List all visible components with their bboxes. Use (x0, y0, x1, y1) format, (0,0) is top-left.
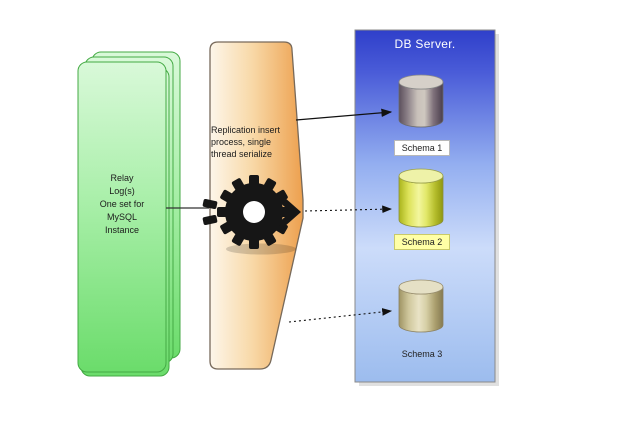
relay-log-label: Relay Log(s) One set for MySQL Instance (99, 173, 145, 235)
relay-log-front-card (77, 61, 167, 373)
schema3-label: Schema 3 (401, 349, 443, 359)
funnel-to-schema3-arrow (288, 308, 393, 323)
funnel-to-schema2-arrow (304, 205, 393, 214)
funnel-to-schema1-arrow (295, 108, 393, 121)
gear-icon (202, 175, 301, 255)
database-icon-schema2 (398, 168, 444, 228)
replication-process-label: Replication insert process, single threa… (211, 125, 281, 159)
database-icon-schema1 (398, 74, 444, 128)
gear-mesh-teeth (202, 199, 218, 225)
db-server-title: DB Server. (394, 37, 456, 51)
gear-rotation-arrow-icon (279, 197, 301, 227)
relay-log-stack (77, 51, 181, 377)
database-icon-schema3 (398, 279, 444, 333)
schema2-label: Schema 2 (394, 234, 450, 250)
schema1-label: Schema 1 (394, 140, 450, 156)
gear-shadow (226, 243, 296, 255)
